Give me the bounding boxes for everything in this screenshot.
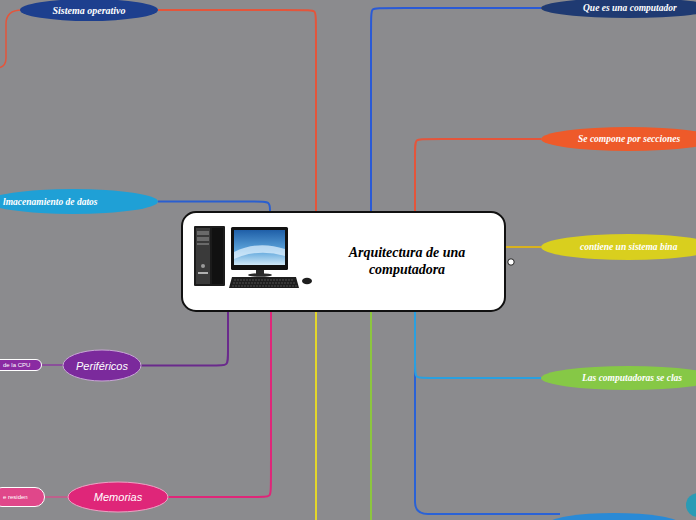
tower-panel xyxy=(196,228,210,284)
branch-connector xyxy=(168,311,271,497)
central-topic: Arquitectura de una computadora xyxy=(182,212,505,311)
tower-case xyxy=(194,226,225,286)
branch-line xyxy=(370,311,372,520)
subtopic-pill: e residen xyxy=(0,487,45,507)
branch-connector xyxy=(158,202,270,213)
ellipse-shape xyxy=(63,350,141,381)
topic-ellipse: lmacenamiento de datos xyxy=(0,189,158,214)
branch-connector xyxy=(371,8,541,212)
topic-ellipse: Periféricos xyxy=(63,350,141,381)
branch-connector xyxy=(415,139,541,212)
branch-connector xyxy=(42,364,63,365)
topic-ellipse: contiene un sistema bina xyxy=(541,234,696,260)
decoration-lines xyxy=(0,10,696,520)
keyboard xyxy=(229,277,299,288)
branch-connector xyxy=(158,10,316,212)
topic-ellipse: Se compone por secciones xyxy=(541,127,696,151)
drive-bay xyxy=(197,243,209,245)
monitor-frame xyxy=(231,227,288,270)
expand-toggle xyxy=(508,259,514,265)
ellipse-shape xyxy=(68,482,168,512)
drive-bay xyxy=(197,231,209,235)
topic-label: e residen xyxy=(3,494,28,500)
topic-ellipse: Sistema operativo xyxy=(20,0,158,21)
box-layer xyxy=(182,212,505,311)
ellipse-shape xyxy=(541,234,696,260)
subtopic-pill: de la CPU xyxy=(0,359,42,371)
topic-label: Periféricos xyxy=(76,360,128,372)
topic-label: de la CPU xyxy=(3,362,30,368)
tower-side xyxy=(212,228,223,284)
topic-label: Sistema operativo xyxy=(52,5,125,16)
ellipse-shape xyxy=(541,0,696,18)
power-button xyxy=(201,264,205,268)
branch-line xyxy=(315,311,317,520)
monitor-base xyxy=(248,273,272,277)
topic-label: contiene un sistema bina xyxy=(580,242,677,252)
central-title: Arquitectura de una computadora xyxy=(332,245,482,279)
topic-ellipse xyxy=(548,513,680,520)
central-box xyxy=(182,212,505,311)
computer-illustration xyxy=(194,226,514,288)
topic-circle xyxy=(686,493,696,517)
topic-label: Se compone por secciones xyxy=(578,134,680,144)
monitor-screen xyxy=(234,230,285,265)
branch-connector xyxy=(505,246,541,248)
ellipse-shape xyxy=(20,0,158,21)
topic-label: Que es una computador xyxy=(583,3,677,13)
ellipse-shape xyxy=(0,189,158,214)
ellipse-shape xyxy=(541,127,696,151)
branch-line xyxy=(415,311,560,514)
topic-label: Memorias xyxy=(94,491,142,503)
branch-connector xyxy=(415,311,541,378)
branch-line xyxy=(0,10,22,68)
topic-ellipse: Memorias xyxy=(68,482,168,512)
tower-vent xyxy=(198,272,208,274)
drive-bay xyxy=(197,237,209,241)
topic-label: Las computadoras se clas xyxy=(582,373,682,383)
topic-ellipse: Que es una computador xyxy=(541,0,696,18)
topic-ellipse: Las computadoras se clas xyxy=(541,366,696,390)
keyboard-keys xyxy=(232,280,297,286)
screen-swoosh xyxy=(234,245,285,259)
connector-layer xyxy=(42,8,541,497)
mouse xyxy=(302,278,312,284)
ellipse-shape xyxy=(541,366,696,390)
branch-connector xyxy=(141,311,228,366)
branch-connector xyxy=(45,496,68,497)
topic-label: lmacenamiento de datos xyxy=(3,197,97,207)
